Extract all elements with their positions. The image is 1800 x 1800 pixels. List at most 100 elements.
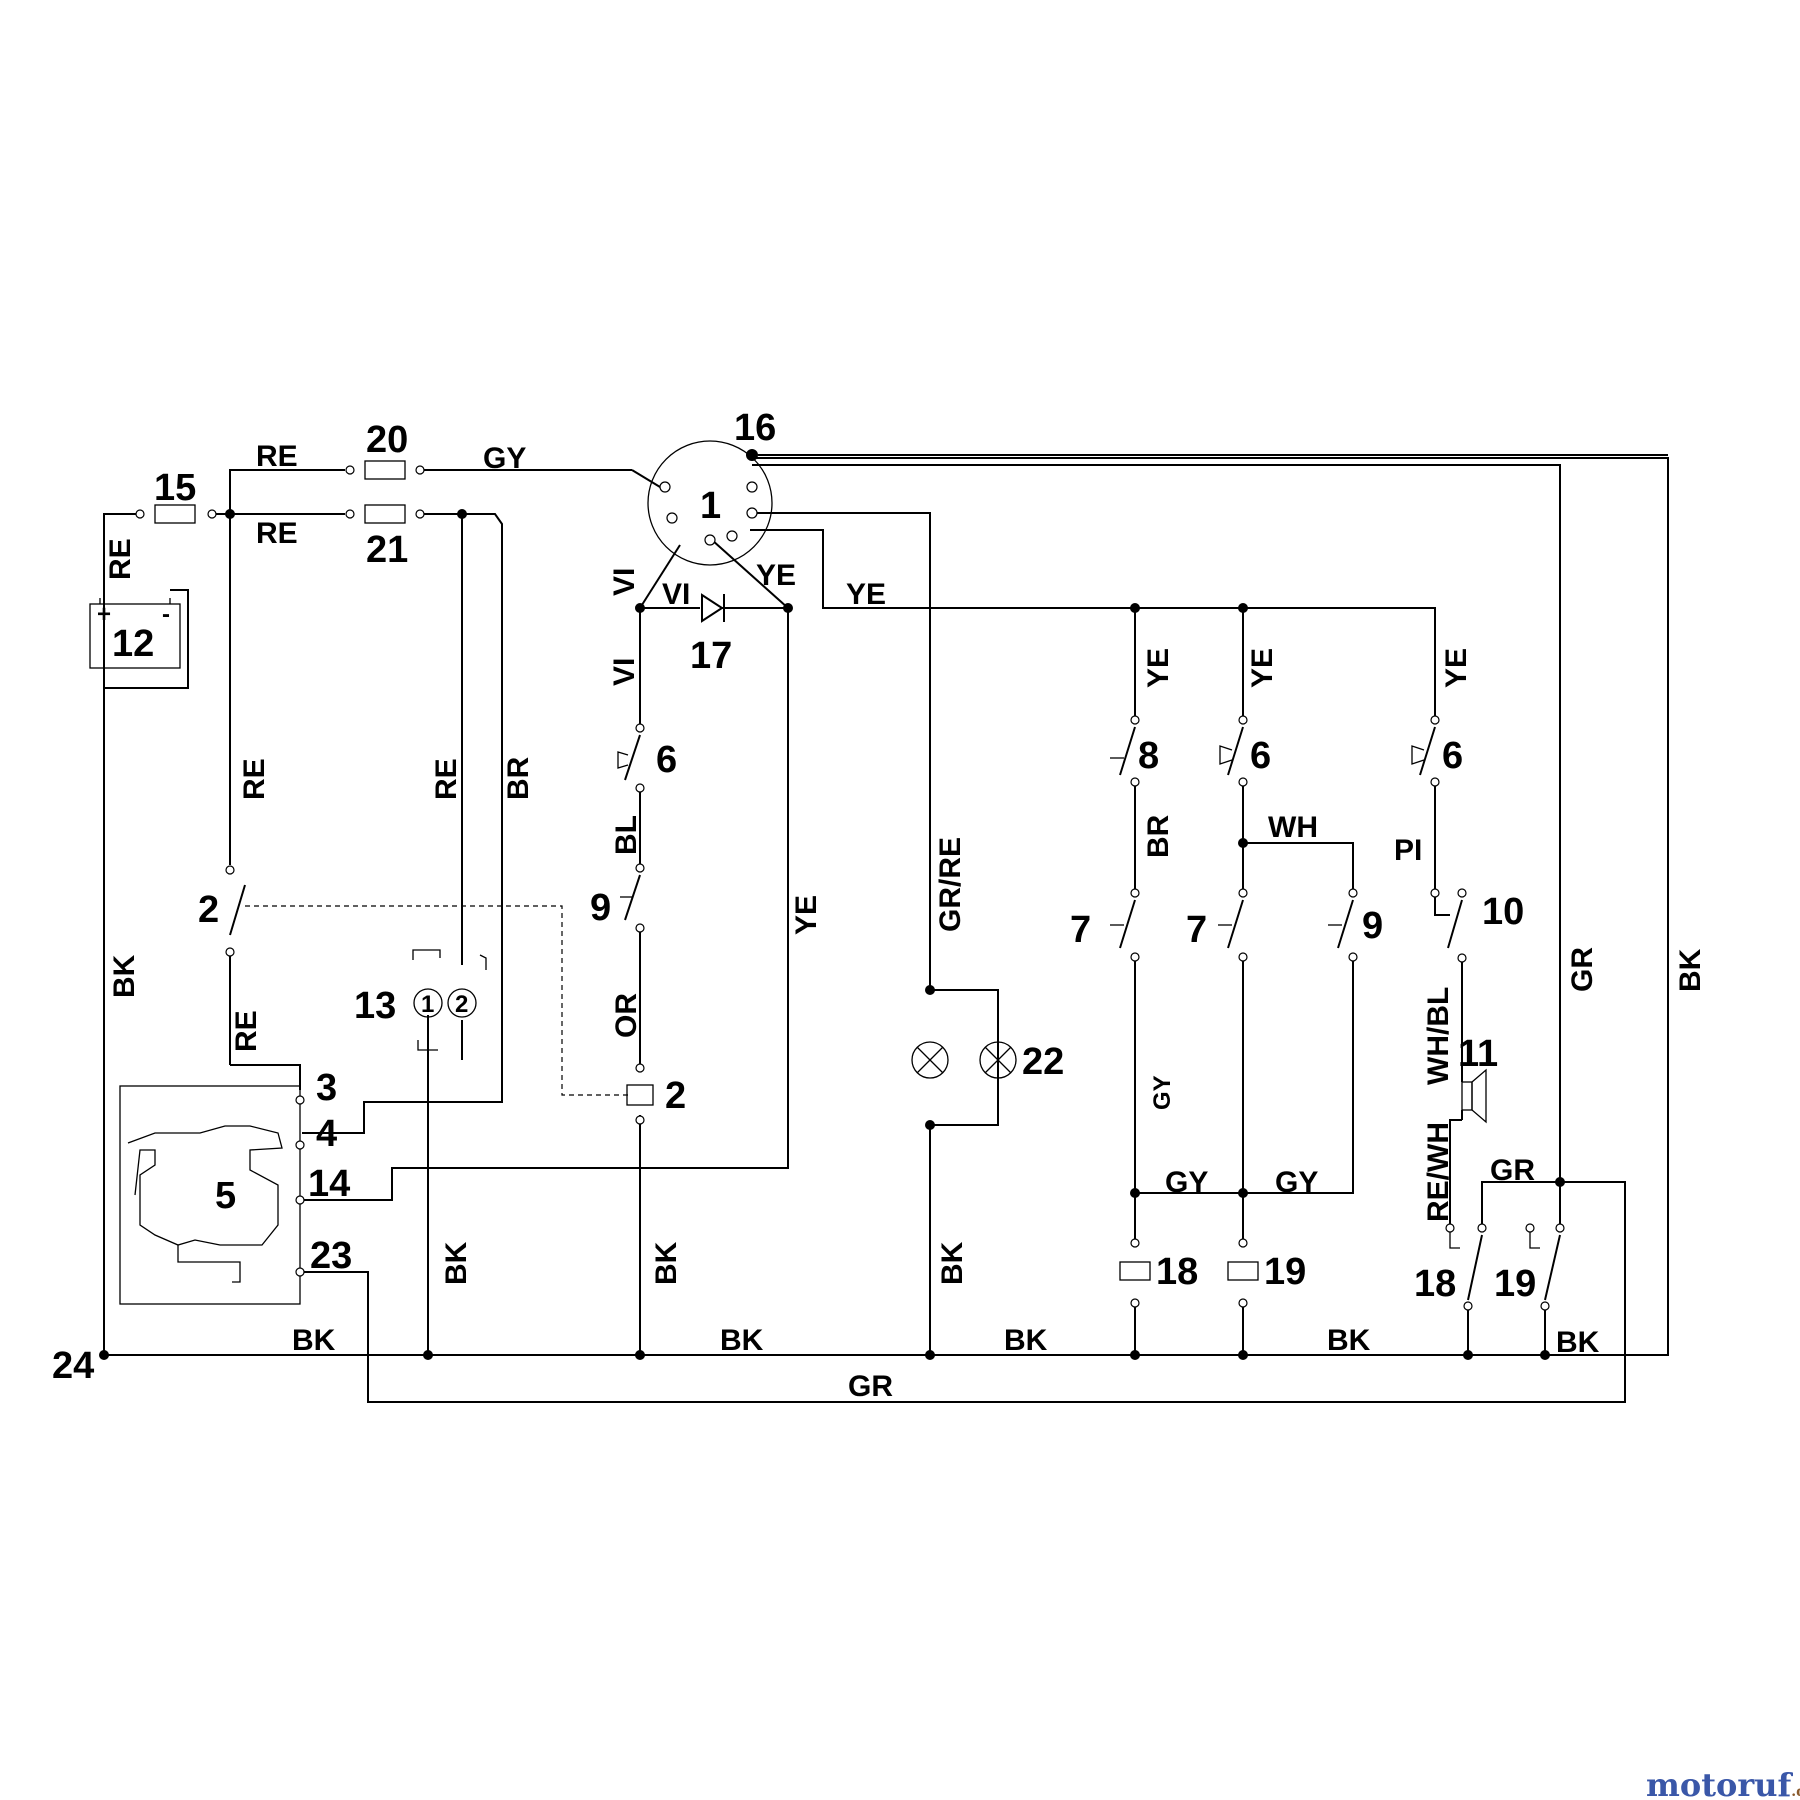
wire-label: PI bbox=[1394, 834, 1422, 867]
component-number: 18 bbox=[1156, 1251, 1198, 1293]
wire-label: BK bbox=[108, 954, 141, 998]
wire-label: VI bbox=[608, 568, 641, 596]
battery-12-icon: + - bbox=[89, 598, 181, 669]
wire-label: RE/WH bbox=[1422, 1122, 1455, 1222]
wire-label: RE bbox=[430, 758, 463, 800]
wire-label: YE bbox=[1246, 648, 1279, 688]
wire-label: GY bbox=[1165, 1166, 1208, 1199]
fuse-21-icon bbox=[345, 504, 425, 524]
component-number: 8 bbox=[1138, 735, 1159, 777]
wire-label: BR bbox=[1142, 814, 1175, 858]
engine-5-terminals bbox=[295, 1095, 305, 1277]
wire-label: GY bbox=[1275, 1166, 1318, 1199]
battery-minus: - bbox=[162, 601, 170, 628]
relay-2-icon bbox=[626, 1063, 654, 1125]
switch-2-icon bbox=[225, 865, 246, 957]
component-number: 9 bbox=[590, 887, 611, 929]
component-number: 2 bbox=[665, 1075, 686, 1117]
component-number: 2 bbox=[198, 889, 219, 931]
wire-label: BL bbox=[610, 815, 643, 855]
switch-9b-icon bbox=[1328, 888, 1358, 962]
fuse-20-icon bbox=[345, 460, 425, 480]
wire-label: RE bbox=[238, 758, 271, 800]
watermark-brand: motoruf bbox=[1646, 1766, 1793, 1800]
wire-label: RE bbox=[256, 440, 298, 473]
component-number: 24 bbox=[52, 1345, 94, 1387]
wire-label: WH/BL bbox=[1422, 987, 1455, 1085]
wire-label: GY bbox=[1149, 1075, 1176, 1110]
component-number: 12 bbox=[112, 623, 154, 665]
wire-label: WH bbox=[1268, 811, 1318, 844]
wire-label: BK bbox=[1004, 1324, 1048, 1357]
relay-coil-19-icon bbox=[1227, 1238, 1259, 1308]
wire-label: VI bbox=[608, 658, 641, 686]
watermark-logo: motoruf.de bbox=[1646, 1766, 1800, 1800]
lamp-22-icon bbox=[911, 1041, 1017, 1079]
wire-label: BK bbox=[1674, 948, 1707, 992]
switch-7a-icon bbox=[1110, 888, 1140, 962]
component-number: 6 bbox=[1250, 735, 1271, 777]
component-number: 9 bbox=[1362, 905, 1383, 947]
wire-label: YE bbox=[1142, 648, 1175, 688]
wire-label: BK bbox=[936, 1241, 969, 1285]
relay-contact-19-icon bbox=[1525, 1223, 1565, 1311]
component-numbers: 16 1 20 21 15 12 17 6 9 2 2 13 3 4 5 14 … bbox=[52, 407, 1536, 1387]
watermark-tld: .de bbox=[1791, 1784, 1800, 1800]
svg-text:motoruf.de: motoruf.de bbox=[1646, 1766, 1800, 1800]
battery-plus: + bbox=[97, 601, 111, 628]
component-number: 10 bbox=[1482, 891, 1524, 933]
wire-label: GR bbox=[1566, 947, 1599, 992]
component-number: 19 bbox=[1494, 1263, 1536, 1305]
ignition-switch-16-icon bbox=[647, 440, 773, 566]
switch-6a-icon bbox=[617, 723, 645, 793]
component-number: 6 bbox=[656, 739, 677, 781]
wire-label: RE bbox=[230, 1010, 263, 1052]
wire-label: YE bbox=[790, 895, 823, 935]
wire-label: GR/RE bbox=[934, 837, 967, 932]
component-number: 13 bbox=[354, 985, 396, 1027]
c13-pin-1: 1 bbox=[421, 991, 434, 1018]
wire-label: YE bbox=[756, 559, 796, 592]
fuse-15-icon bbox=[135, 504, 217, 524]
wire-label: VI bbox=[662, 578, 690, 611]
switch-10-icon bbox=[1430, 888, 1467, 963]
c13-pin-2: 2 bbox=[455, 991, 468, 1018]
wire-label: BK bbox=[1327, 1324, 1371, 1357]
wire-label: BK bbox=[292, 1324, 336, 1357]
relay-coil-18-icon bbox=[1119, 1238, 1151, 1308]
wire-label: GR bbox=[848, 1370, 893, 1403]
component-number: 23 bbox=[310, 1235, 352, 1277]
wire-label: GR bbox=[1490, 1154, 1535, 1187]
wire-label: GY bbox=[483, 442, 526, 475]
wire-labels: RE GY RE RE RE RE BR RE BK VI VI VI YE Y… bbox=[104, 440, 1707, 1403]
wire-label: BR bbox=[502, 756, 535, 800]
component-number: 1 bbox=[700, 485, 721, 527]
wire-label: BK bbox=[1556, 1326, 1600, 1359]
wire-label: YE bbox=[1440, 648, 1473, 688]
wire-label: BK bbox=[650, 1241, 683, 1285]
component-number: 6 bbox=[1442, 735, 1463, 777]
component-number: 15 bbox=[154, 467, 196, 509]
component-number: 4 bbox=[316, 1113, 337, 1155]
switch-6c-icon bbox=[1411, 715, 1440, 787]
component-13-icon: 1 2 bbox=[413, 988, 477, 1018]
horn-11-icon bbox=[1461, 1068, 1487, 1124]
component-number: 3 bbox=[316, 1067, 337, 1109]
component-number: 17 bbox=[690, 635, 732, 677]
relay-contact-18-icon bbox=[1445, 1223, 1487, 1311]
switch-6b-icon bbox=[1219, 715, 1248, 787]
switch-8-icon bbox=[1110, 715, 1140, 787]
wire-label: BK bbox=[720, 1324, 764, 1357]
diode-17-icon bbox=[701, 593, 725, 623]
wire-label: RE bbox=[104, 538, 137, 580]
component-number: 20 bbox=[366, 419, 408, 461]
component-number: 22 bbox=[1022, 1041, 1064, 1083]
wire-label: RE bbox=[256, 517, 298, 550]
wire-label: YE bbox=[846, 578, 886, 611]
junction-dots bbox=[99, 450, 1565, 1360]
switch-7b-icon bbox=[1218, 888, 1248, 962]
wire-label: OR bbox=[610, 993, 643, 1038]
component-number: 19 bbox=[1264, 1251, 1306, 1293]
component-number: 5 bbox=[215, 1175, 236, 1217]
